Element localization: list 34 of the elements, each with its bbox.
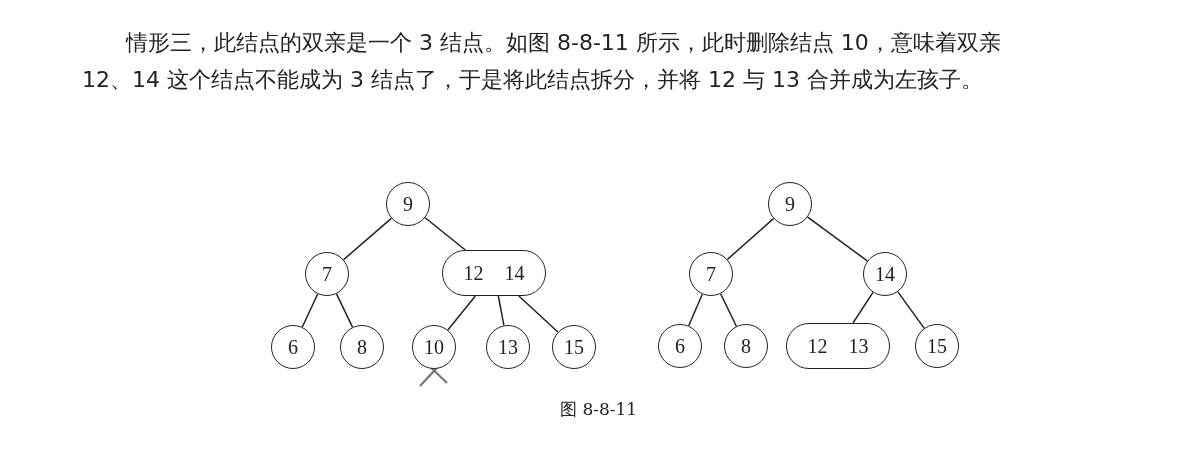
tree-node: 14	[863, 252, 907, 296]
node-key: 13	[848, 334, 869, 358]
tree-node: 7	[689, 252, 733, 296]
two-key-node	[786, 323, 890, 369]
figure-caption: 图 8-8-11	[560, 398, 638, 421]
tree-edge	[852, 291, 874, 324]
tree-node: 9	[768, 182, 812, 226]
tree-edge	[687, 293, 704, 327]
tree-node: 15	[552, 325, 596, 369]
node-key: 12	[463, 261, 484, 285]
node-key: 12	[807, 334, 828, 358]
tree-edge	[518, 295, 559, 333]
node-key: 14	[504, 261, 525, 285]
tree-node: 13	[486, 325, 530, 369]
tree-edge	[726, 217, 775, 261]
tree-edge	[806, 216, 869, 262]
tree-edge	[447, 295, 477, 331]
tree-edge	[342, 217, 393, 261]
tree-node: 6	[271, 325, 315, 369]
tree-edge	[301, 293, 319, 328]
tree-node: 7	[305, 252, 349, 296]
tree-edge	[335, 293, 354, 328]
tree-node: 8	[340, 325, 384, 369]
tree-node: 8	[724, 324, 768, 368]
tree-edge	[897, 291, 925, 329]
tree-node: 9	[386, 182, 430, 226]
tree-node: 15	[915, 324, 959, 368]
tree-edge	[719, 293, 738, 327]
tree-node: 6	[658, 324, 702, 368]
tree-node: 10	[412, 325, 456, 369]
tree-edge	[424, 217, 467, 251]
two-key-node	[442, 250, 546, 296]
tree-edge	[497, 295, 505, 327]
paragraph: 情形三，此结点的双亲是一个 3 结点。如图 8-8-11 所示，此时删除结点 10，意味着双亲 12、14 这个结点不能成为 3 结点了，于是将此结点拆分，并将 12 与 13 合并成为左孩子。	[82, 29, 1002, 94]
